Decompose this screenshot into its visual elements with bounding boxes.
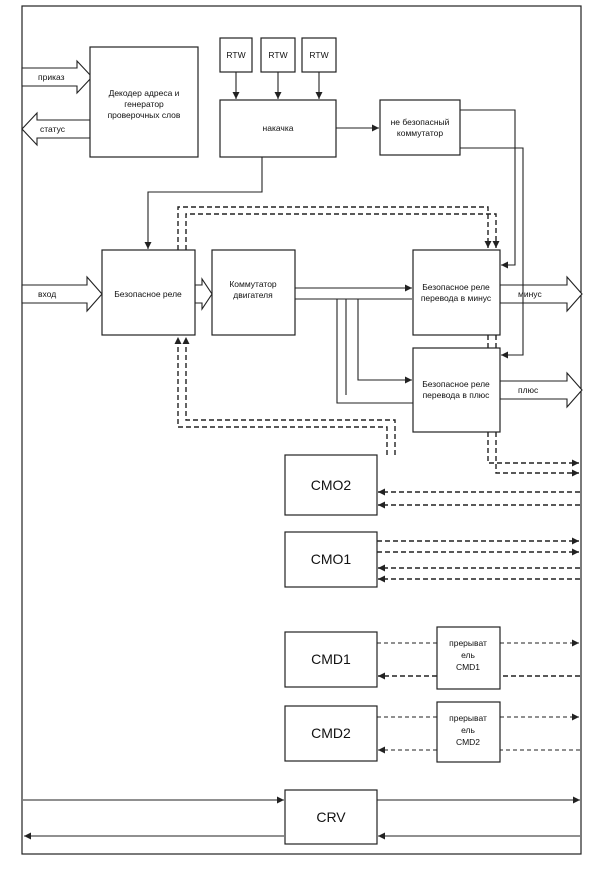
breaker-cmd1-block: прерыват ель CMD1 — [436, 626, 501, 690]
svg-text:Безопасное реле: Безопасное реле — [422, 282, 490, 292]
svg-text:статус: статус — [40, 124, 66, 134]
svg-text:CMO1: CMO1 — [311, 551, 352, 567]
relay-minus-block: Безопасное реле перевода в минус — [412, 249, 501, 336]
pump-block: накачка — [219, 99, 337, 158]
outer-frame — [21, 5, 582, 855]
svg-text:минус: минус — [518, 289, 542, 299]
decoder-block: Декодер адреса и генератор проверочных с… — [89, 46, 199, 158]
solid-connections — [23, 72, 580, 840]
svg-text:не безопасный: не безопасный — [391, 117, 450, 127]
rtw-block-1: RTW — [219, 37, 253, 73]
svg-text:ель: ель — [461, 650, 475, 660]
signal-minus: минус — [499, 275, 583, 313]
svg-text:двигателя: двигателя — [233, 290, 273, 300]
svg-text:CMD1: CMD1 — [456, 662, 480, 672]
svg-text:CMD1: CMD1 — [311, 651, 351, 667]
svg-text:проверочных слов: проверочных слов — [108, 110, 181, 120]
signal-prikaz: приказ — [21, 59, 93, 95]
svg-text:CMD2: CMD2 — [456, 737, 480, 747]
svg-text:вход: вход — [38, 289, 56, 299]
svg-text:коммутатор: коммутатор — [397, 128, 443, 138]
cmd2-block: CMD2 — [284, 705, 378, 762]
svg-text:прерыват: прерыват — [449, 713, 487, 723]
svg-text:RTW: RTW — [226, 50, 245, 60]
rtw-block-2: RTW — [260, 37, 296, 73]
cmo1-block: CMO1 — [284, 531, 378, 588]
breaker-cmd2-block: прерыват ель CMD2 — [436, 701, 501, 763]
dashed-connections — [174, 206, 580, 754]
svg-text:RTW: RTW — [268, 50, 287, 60]
svg-text:Безопасное реле: Безопасное реле — [114, 289, 182, 299]
safe-relay-block: Безопасное реле — [101, 249, 196, 336]
svg-text:RTW: RTW — [309, 50, 328, 60]
rtw-block-3: RTW — [301, 37, 337, 73]
crv-block: CRV — [284, 789, 378, 845]
signal-plus: плюс — [499, 371, 583, 409]
svg-text:Декодер адреса и: Декодер адреса и — [109, 88, 180, 98]
motor-switch-block: Коммутатор двигателя — [211, 249, 296, 336]
signal-status: статус — [21, 111, 91, 147]
svg-text:CMO2: CMO2 — [311, 477, 352, 493]
svg-text:Безопасное реле: Безопасное реле — [422, 379, 490, 389]
relay-plus-block: Безопасное реле перевода в плюс — [412, 347, 501, 433]
svg-text:прерыват: прерыват — [449, 638, 487, 648]
svg-text:Коммутатор: Коммутатор — [229, 279, 277, 289]
cmd1-block: CMD1 — [284, 631, 378, 688]
cmo2-block: CMO2 — [284, 454, 378, 516]
unsafe-switch-block: не безопасный коммутатор — [379, 99, 461, 156]
flow-arrow-relay-motor — [194, 277, 213, 311]
signal-vkhod: вход — [21, 275, 103, 313]
svg-text:перевода в минус: перевода в минус — [421, 293, 492, 303]
svg-text:накачка: накачка — [263, 123, 294, 133]
svg-text:генератор: генератор — [124, 99, 164, 109]
svg-text:плюс: плюс — [518, 385, 539, 395]
svg-text:приказ: приказ — [38, 72, 65, 82]
svg-text:CRV: CRV — [316, 809, 346, 825]
svg-text:перевода в плюс: перевода в плюс — [423, 390, 491, 400]
svg-text:CMD2: CMD2 — [311, 725, 351, 741]
svg-text:ель: ель — [461, 725, 475, 735]
